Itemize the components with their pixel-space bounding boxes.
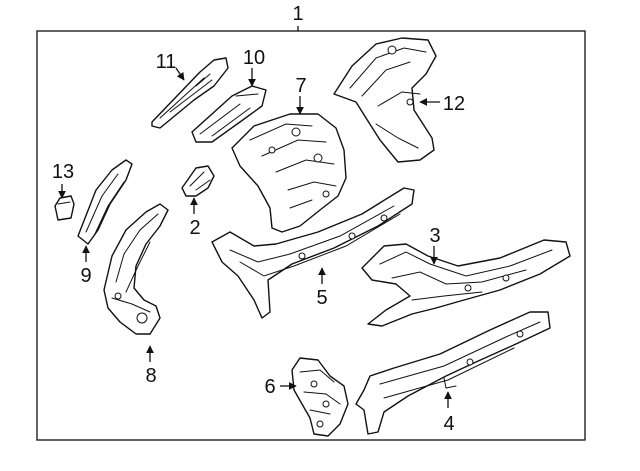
part-10-rail-extension (191, 85, 267, 143)
part-9-reinforcement (77, 159, 133, 245)
part-8-inner-apron (103, 203, 169, 335)
part-12-shock-tower (333, 37, 437, 163)
part-5-frame-rail (211, 187, 415, 319)
part-7-wheelhouse (231, 113, 347, 233)
part-6-gusset (291, 357, 349, 437)
callout-5: 5 (316, 287, 327, 309)
leader-11 (175, 67, 185, 81)
diagram-frame (36, 30, 586, 441)
part-11-upper-bracket (151, 57, 229, 129)
callout-3: 3 (429, 225, 440, 247)
part-4-lower-rail (355, 311, 551, 435)
callout-4: 4 (443, 413, 454, 435)
callout-6: 6 (264, 376, 275, 398)
callout-7: 7 (295, 75, 306, 97)
callout-8: 8 (145, 365, 156, 387)
callout-11: 11 (156, 51, 177, 73)
part-2-bracket (181, 165, 215, 197)
callout-12: 12 (443, 93, 465, 115)
callout-2: 2 (189, 217, 200, 239)
callout-1: 1 (292, 3, 303, 25)
part-3-rear-rail (361, 239, 571, 327)
callout-9: 9 (80, 265, 91, 287)
part-13-clip (54, 195, 75, 221)
callout-13: 13 (52, 161, 74, 183)
callout-10: 10 (243, 47, 265, 69)
